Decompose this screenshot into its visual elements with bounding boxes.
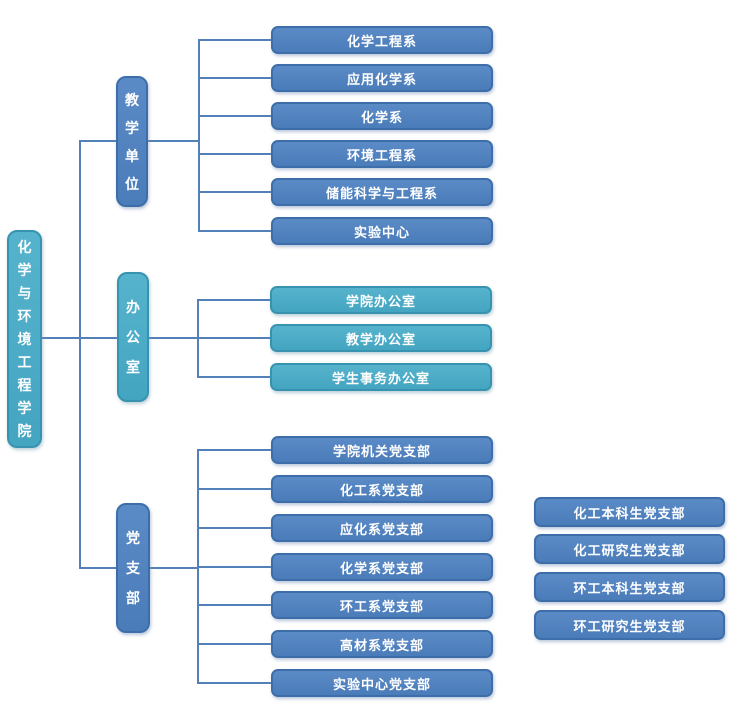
org-node: 环工系党支部 bbox=[271, 591, 493, 619]
connector-line bbox=[197, 449, 271, 451]
branch-offices: 办公室 bbox=[117, 272, 149, 402]
org-node: 学生事务办公室 bbox=[270, 363, 492, 391]
branch-label: 办公室 bbox=[125, 299, 140, 375]
branch-teaching-units: 教学单位 bbox=[116, 76, 148, 207]
branch-label: 党支部 bbox=[125, 530, 140, 606]
branch-label: 教学单位 bbox=[124, 91, 139, 192]
connector-line bbox=[79, 567, 116, 569]
org-node: 教学办公室 bbox=[270, 324, 492, 352]
connector-line bbox=[197, 337, 270, 339]
standalone-node: 环工研究生党支部 bbox=[534, 610, 725, 640]
connector-line bbox=[197, 299, 270, 301]
connector-trunk-main bbox=[79, 140, 81, 569]
connector-line bbox=[197, 604, 271, 606]
standalone-node: 化工本科生党支部 bbox=[534, 497, 725, 527]
org-node: 环境工程系 bbox=[271, 140, 493, 168]
org-node: 实验中心 bbox=[271, 217, 493, 245]
org-node: 化学系党支部 bbox=[271, 553, 493, 581]
connector-line bbox=[148, 140, 198, 142]
connector-trunk-teaching bbox=[198, 39, 200, 232]
org-node: 应用化学系 bbox=[271, 64, 493, 92]
org-node: 化学工程系 bbox=[271, 26, 493, 54]
connector-line bbox=[150, 567, 198, 569]
org-node: 学院机关党支部 bbox=[271, 436, 493, 464]
connector-line bbox=[197, 682, 271, 684]
connector-line bbox=[198, 39, 271, 41]
connector-line bbox=[198, 230, 271, 232]
connector-line bbox=[149, 337, 198, 339]
standalone-node: 化工研究生党支部 bbox=[534, 534, 725, 564]
connector-line bbox=[42, 337, 117, 339]
connector-line bbox=[197, 566, 271, 568]
connector-line bbox=[198, 153, 271, 155]
standalone-node: 环工本科生党支部 bbox=[534, 572, 725, 602]
root-node: 化学与环境工程学院 bbox=[7, 230, 42, 448]
org-node: 化学系 bbox=[271, 102, 493, 130]
org-node: 高材系党支部 bbox=[271, 630, 493, 658]
connector-line bbox=[198, 191, 271, 193]
connector-line bbox=[197, 527, 271, 529]
connector-line bbox=[79, 140, 116, 142]
branch-party-branches: 党支部 bbox=[116, 503, 150, 633]
connector-line bbox=[197, 643, 271, 645]
connector-line bbox=[197, 376, 270, 378]
org-node: 学院办公室 bbox=[270, 286, 492, 314]
connector-line bbox=[198, 77, 271, 79]
connector-line bbox=[197, 488, 271, 490]
org-node: 实验中心党支部 bbox=[271, 669, 493, 697]
org-node: 储能科学与工程系 bbox=[271, 178, 493, 206]
org-node: 化工系党支部 bbox=[271, 475, 493, 503]
connector-line bbox=[198, 115, 271, 117]
org-node: 应化系党支部 bbox=[271, 514, 493, 542]
root-node-label: 化学与环境工程学院 bbox=[17, 238, 32, 439]
